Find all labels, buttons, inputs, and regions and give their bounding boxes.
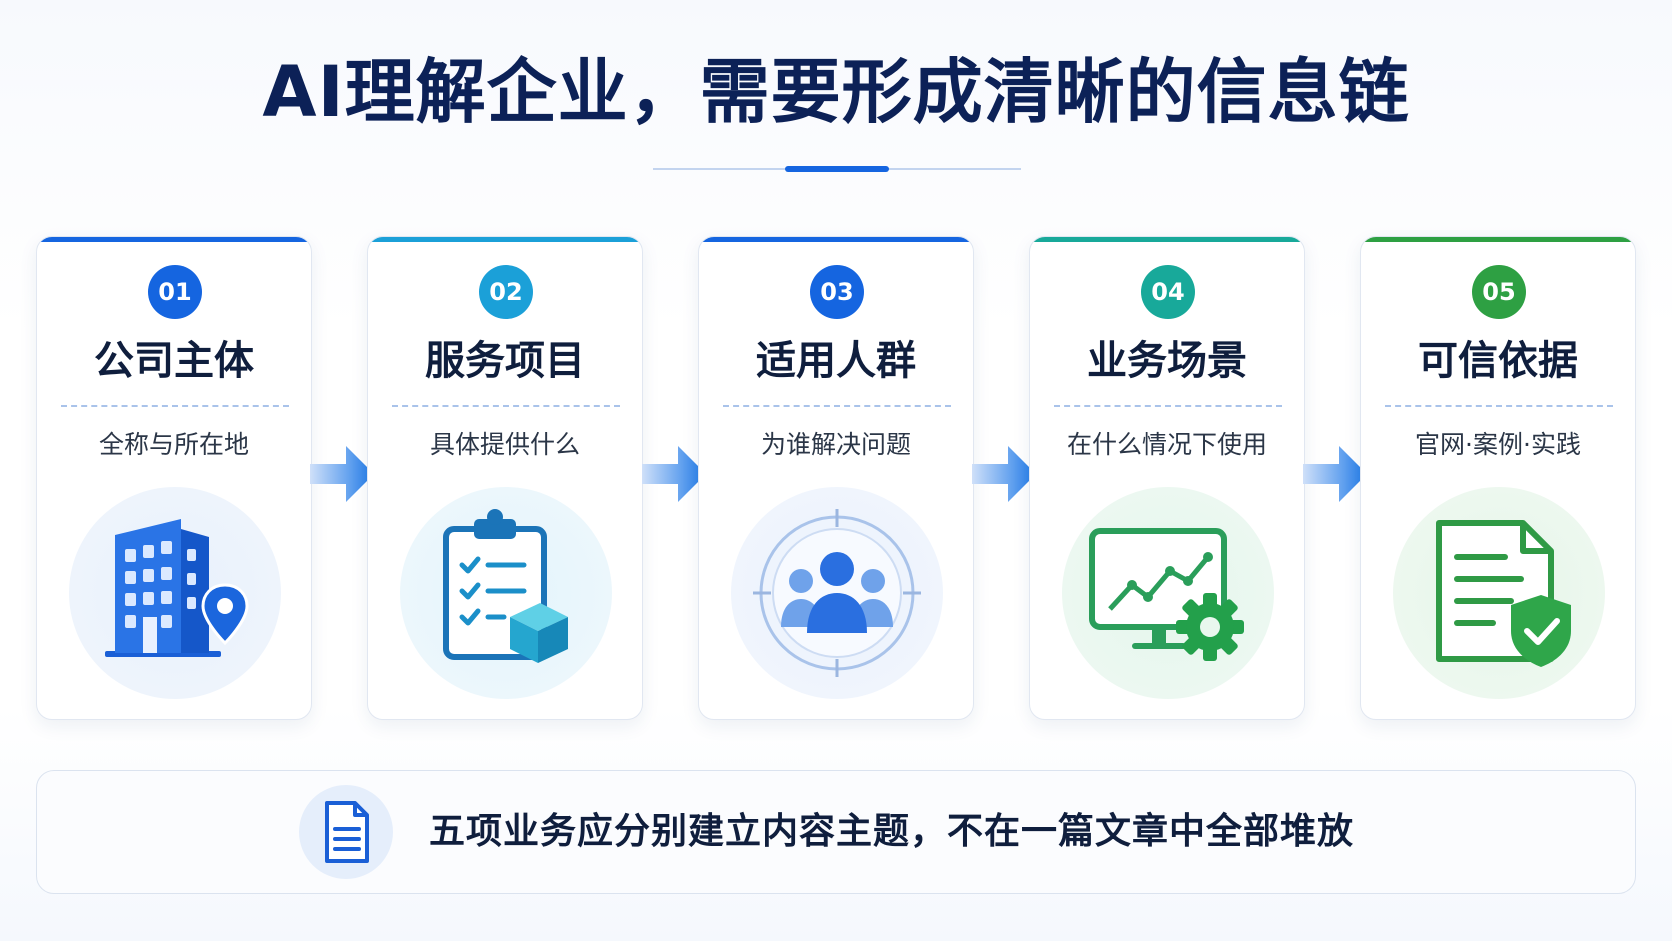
building-location-icon <box>105 519 249 657</box>
step-subtitle: 在什么情况下使用 <box>1066 430 1267 459</box>
target-audience-icon <box>753 509 921 677</box>
step-title: 业务场景 <box>1087 338 1247 384</box>
clipboard-checklist-box-icon <box>443 509 568 663</box>
monitor-chart-gear-icon <box>1089 528 1244 661</box>
title-divider-accent <box>785 166 889 172</box>
step-number-badge: 05 <box>1472 265 1526 319</box>
step-card-company: 01 公司主体 全称与所在地 <box>36 236 312 720</box>
note-icon-backdrop <box>299 785 393 879</box>
card-accent-bar <box>1030 237 1304 242</box>
dashed-divider <box>61 405 289 407</box>
page-title: AI理解企业，需要形成清晰的信息链 <box>262 51 1410 133</box>
step-card-audience: 03 适用人群 为谁解决问题 <box>698 236 974 720</box>
step-number-badge: 02 <box>479 265 533 319</box>
card-accent-bar <box>37 237 311 242</box>
dashed-divider <box>1385 405 1613 407</box>
step-number-badge: 04 <box>1141 265 1195 319</box>
step-card-credibility: 05 可信依据 官网·案例·实践 <box>1360 236 1636 720</box>
dashed-divider <box>1054 405 1282 407</box>
step-card-scenarios: 04 业务场景 在什么情况下使用 <box>1029 236 1305 720</box>
step-title: 公司主体 <box>94 338 254 384</box>
dashed-divider <box>392 405 620 407</box>
card-accent-bar <box>368 237 642 242</box>
arrow-right-icon <box>972 446 1036 502</box>
step-subtitle: 全称与所在地 <box>98 430 249 459</box>
icon-backdrop <box>1393 487 1605 699</box>
note-banner: 五项业务应分别建立内容主题，不在一篇文章中全部堆放 <box>36 770 1636 894</box>
step-title: 适用人群 <box>756 338 916 384</box>
dashed-divider <box>723 405 951 407</box>
arrow-right-icon <box>310 446 374 502</box>
step-subtitle: 具体提供什么 <box>429 430 580 459</box>
step-number-badge: 01 <box>148 265 202 319</box>
document-icon <box>325 801 369 863</box>
icon-backdrop <box>731 487 943 699</box>
arrow-right-icon <box>642 446 706 502</box>
icon-backdrop <box>69 487 281 699</box>
step-number-badge: 03 <box>810 265 864 319</box>
step-title: 可信依据 <box>1418 338 1578 384</box>
document-shield-check-icon <box>1436 520 1571 667</box>
card-accent-bar <box>1361 237 1635 242</box>
step-title: 服务项目 <box>425 338 585 384</box>
step-subtitle: 官网·案例·实践 <box>1415 430 1581 459</box>
card-accent-bar <box>699 237 973 242</box>
icon-backdrop <box>1062 487 1274 699</box>
step-subtitle: 为谁解决问题 <box>760 430 911 459</box>
step-card-services: 02 服务项目 具体提供什么 <box>367 236 643 720</box>
note-text: 五项业务应分别建立内容主题，不在一篇文章中全部堆放 <box>429 811 1355 852</box>
icon-backdrop <box>400 487 612 699</box>
arrow-right-icon <box>1303 446 1367 502</box>
